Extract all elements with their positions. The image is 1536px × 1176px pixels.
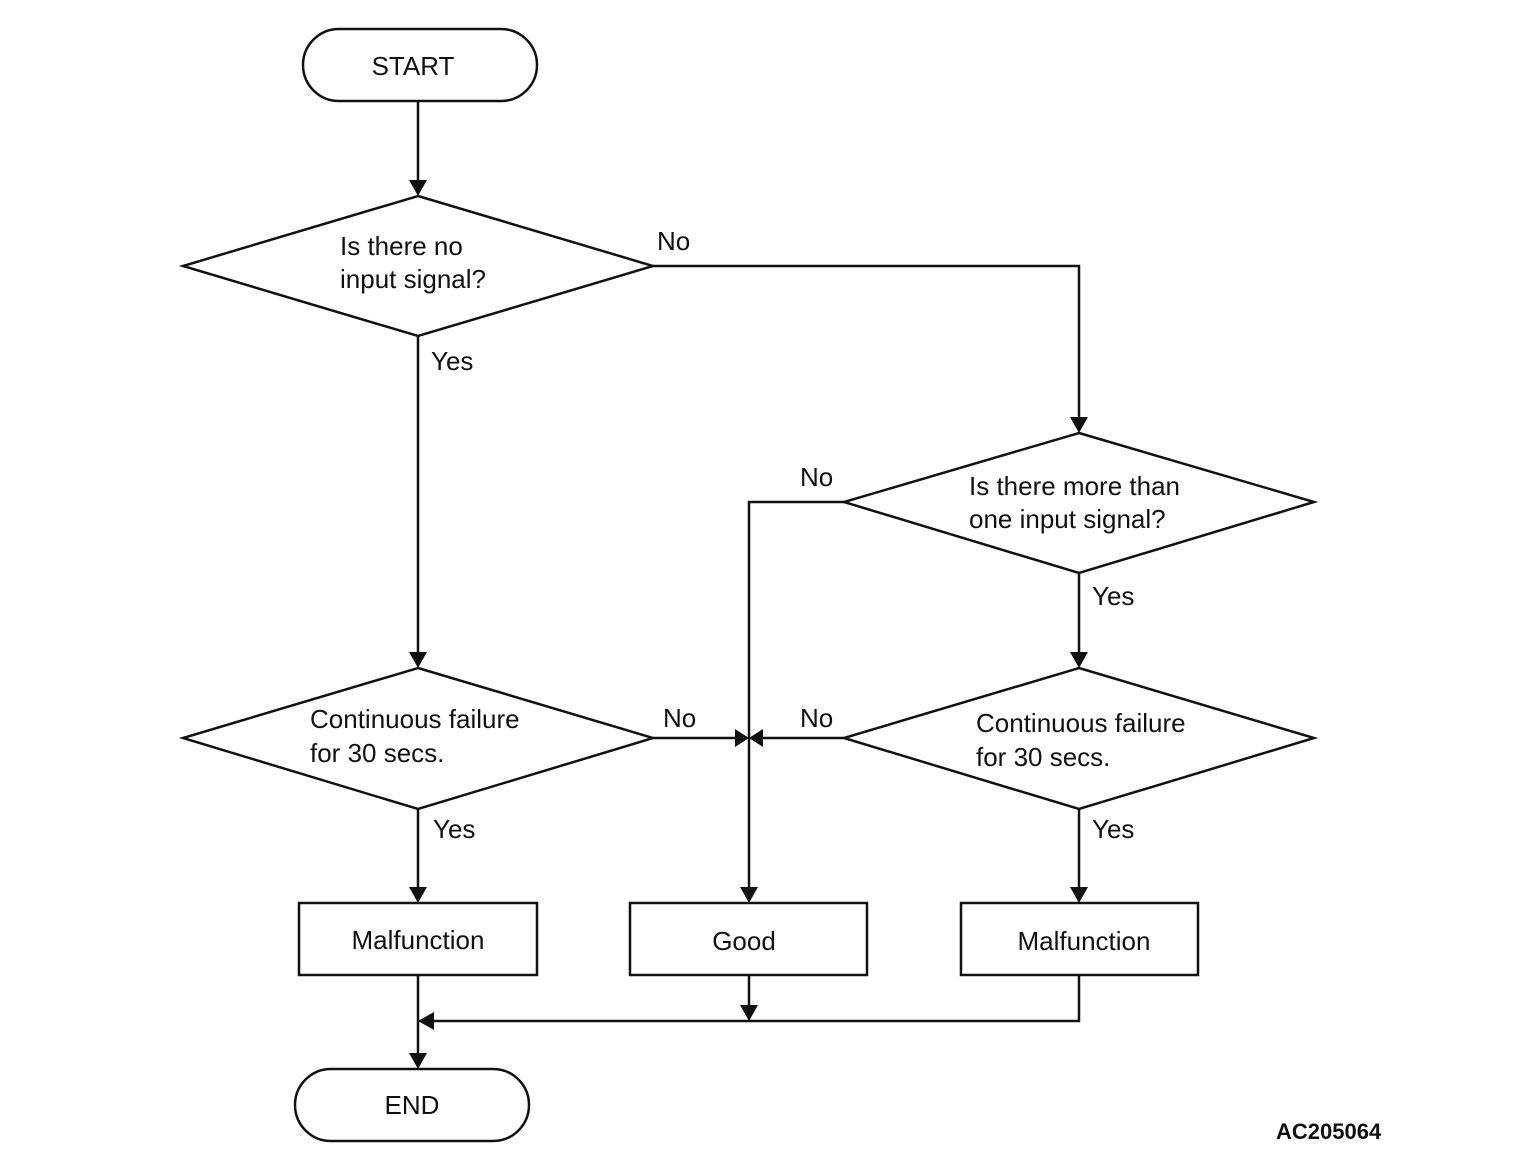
start-terminal: START bbox=[301, 27, 539, 103]
label-continuous-right-yes: Yes bbox=[1092, 814, 1134, 844]
arrowhead-into-decision-1 bbox=[409, 180, 427, 196]
edge-labels: No Yes No Yes No Yes No Yes bbox=[431, 226, 1134, 844]
edge-decision-1-no bbox=[653, 264, 1081, 419]
arrowhead-into-good bbox=[740, 887, 758, 903]
connectors bbox=[416, 101, 1081, 1055]
arrowhead-into-malfunction-right bbox=[1070, 887, 1088, 903]
process-malfunction-left: Malfunction bbox=[297, 901, 539, 977]
good-label: Good bbox=[712, 926, 776, 956]
continuous-left-line-1: Continuous failure bbox=[310, 704, 520, 734]
decision-continuous-failure-left: Continuous failure for 30 secs. bbox=[178, 666, 658, 811]
arrowhead-into-end bbox=[409, 1053, 427, 1069]
decision-no-input-line-2: input signal? bbox=[340, 264, 486, 294]
arrowheads bbox=[409, 180, 1088, 1069]
decision-more-than-one-signal: Is there more than one input signal? bbox=[839, 431, 1319, 575]
edge-decision-2-no bbox=[747, 500, 844, 889]
arrowhead-into-continuous-left bbox=[409, 652, 427, 668]
arrowhead-junction-from-right bbox=[749, 729, 763, 747]
process-good: Good bbox=[628, 901, 869, 977]
decision-continuous-failure-right: Continuous failure for 30 secs. bbox=[839, 666, 1319, 811]
label-more-than-one-no: No bbox=[800, 462, 833, 492]
decision-more-than-one-line-2: one input signal? bbox=[969, 504, 1166, 534]
arrowhead-good-down bbox=[740, 1005, 758, 1021]
arrowhead-into-continuous-right bbox=[1070, 652, 1088, 668]
decision-no-input-line-1: Is there no bbox=[340, 231, 463, 261]
decision-more-than-one-line-1: Is there more than bbox=[969, 471, 1180, 501]
label-more-than-one-yes: Yes bbox=[1092, 581, 1134, 611]
arrowhead-junction-from-left bbox=[735, 729, 749, 747]
malfunction-right-label: Malfunction bbox=[1018, 926, 1151, 956]
malfunction-left-label: Malfunction bbox=[352, 925, 485, 955]
continuous-left-line-2: for 30 secs. bbox=[310, 738, 444, 768]
arrowhead-into-malfunction-left bbox=[409, 887, 427, 903]
arrowhead-into-decision-2 bbox=[1070, 417, 1088, 433]
edge-malfunction-right-to-bus bbox=[432, 975, 1081, 1023]
label-no-input-no: No bbox=[657, 226, 690, 256]
arrowhead-bus-left bbox=[418, 1012, 434, 1030]
decision-no-input-signal: Is there no input signal? bbox=[178, 194, 658, 338]
label-continuous-right-no: No bbox=[800, 703, 833, 733]
label-no-input-yes: Yes bbox=[431, 346, 473, 376]
process-malfunction-right: Malfunction bbox=[959, 901, 1200, 977]
start-label: START bbox=[372, 51, 455, 81]
end-terminal: END bbox=[293, 1067, 531, 1143]
end-label: END bbox=[385, 1090, 440, 1120]
label-continuous-left-no: No bbox=[663, 703, 696, 733]
continuous-right-line-2: for 30 secs. bbox=[976, 742, 1110, 772]
label-continuous-left-yes: Yes bbox=[433, 814, 475, 844]
continuous-right-line-1: Continuous failure bbox=[976, 708, 1186, 738]
figure-code: AC205064 bbox=[1276, 1119, 1382, 1144]
